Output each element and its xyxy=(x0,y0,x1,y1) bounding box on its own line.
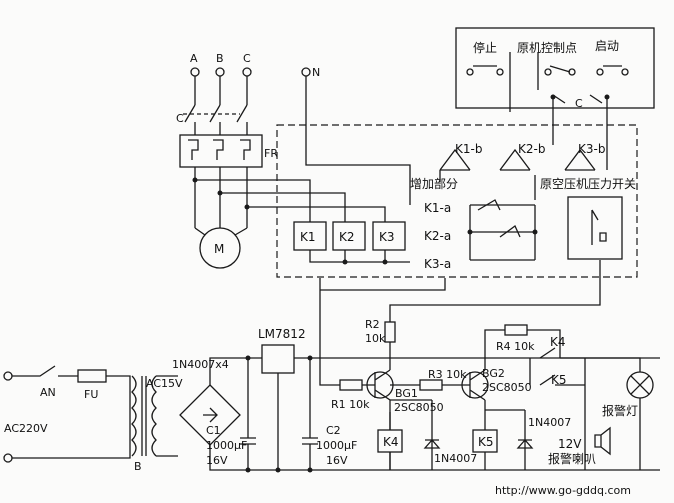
resistor-r4 xyxy=(504,324,528,336)
label-c2-value: 1000μF xyxy=(316,439,357,452)
label-transformer-b: B xyxy=(134,460,142,473)
label-bg1: BG1 xyxy=(395,387,418,400)
label-k3-a: K3-a xyxy=(424,257,451,271)
label-k1-a: K1-a xyxy=(424,201,451,215)
label-alarm-lamp: 报警灯 xyxy=(602,403,638,418)
label-c2-voltage: 16V xyxy=(326,454,348,467)
label-r2-value: 10k xyxy=(365,332,386,345)
fuse-fu xyxy=(77,369,107,383)
label-k2-b: K2-b xyxy=(518,142,545,156)
motor xyxy=(199,227,241,269)
label-d2: 1N4007 xyxy=(528,416,571,429)
label-12v: 12V xyxy=(558,437,582,451)
original-control-box: 停止 原机控制点 启动 C xyxy=(455,27,655,112)
label-d1: 1N4007 xyxy=(434,452,477,465)
label-k3-b: K3-b xyxy=(578,142,605,156)
label-r3: R3 10k xyxy=(428,368,467,381)
resistor-r1 xyxy=(339,379,363,391)
three-phase-inputs: A B C N C FR M xyxy=(176,52,411,269)
label-original-control-point: 原机控制点 xyxy=(517,41,577,55)
label-fr: FR xyxy=(264,147,278,160)
label-added-part: 增加部分 xyxy=(410,176,458,191)
label-r1: R1 10k xyxy=(331,398,370,411)
added-section: K1-b K2-b K3-b 增加部分 原空压机压力开关 K1-a K2-a K… xyxy=(195,97,638,278)
label-motor: M xyxy=(214,242,224,256)
label-c2: C2 xyxy=(326,424,341,437)
power-supply: AN FU AC220V AC15V B 1N4007x4 LM7812 C1 … xyxy=(3,327,660,473)
label-start: 启动 xyxy=(595,39,619,53)
label-contact-c: C xyxy=(575,97,583,110)
label-k1-b: K1-b xyxy=(455,142,482,156)
label-phase-b: B xyxy=(216,52,224,65)
label-bg2: BG2 xyxy=(482,367,505,380)
regulator-lm7812 xyxy=(261,344,295,374)
label-neutral: N xyxy=(312,66,320,79)
relay-k3 xyxy=(372,221,406,251)
label-k3: K3 xyxy=(379,230,395,244)
label-k4-contact: K4 xyxy=(550,335,566,349)
transistor-bg2 xyxy=(461,371,489,399)
label-r4: R4 10k xyxy=(496,340,535,353)
label-k4: K4 xyxy=(383,435,399,449)
label-ac15v: AC15V xyxy=(146,377,183,390)
label-c1: C1 xyxy=(206,424,221,437)
label-k2: K2 xyxy=(339,230,355,244)
label-an: AN xyxy=(40,386,56,399)
label-c1-value: 1000μF xyxy=(206,439,247,452)
label-bg2-type: 2SC8050 xyxy=(482,381,532,394)
label-1n4007x4: 1N4007x4 xyxy=(172,358,229,371)
label-alarm-horn: 报警喇叭 xyxy=(548,451,596,466)
alarm-horn xyxy=(594,426,611,456)
label-r2: R2 xyxy=(365,318,380,331)
resistor-r2 xyxy=(384,321,396,343)
label-k1: K1 xyxy=(300,230,316,244)
label-c1-voltage: 16V xyxy=(206,454,228,467)
source-watermark: http://www.go-gddq.com xyxy=(495,484,631,497)
label-lm7812: LM7812 xyxy=(258,327,306,341)
label-k5: K5 xyxy=(478,435,494,449)
label-ac220v: AC220V xyxy=(4,422,48,435)
label-fu: FU xyxy=(84,388,98,401)
alarm-driver: R1 10k BG1 2SC8050 R2 10k K4 1N4007 R3 1… xyxy=(319,260,654,470)
resistor-r3 xyxy=(419,379,443,391)
label-contactor-c: C xyxy=(176,112,184,125)
label-bg1-type: 2SC8050 xyxy=(394,401,444,414)
label-stop: 停止 xyxy=(473,40,497,55)
label-k5-contact: K5 xyxy=(551,373,567,387)
label-k2-a: K2-a xyxy=(424,229,451,243)
label-phase-c: C xyxy=(243,52,251,65)
label-pressure-switch: 原空压机压力开关 xyxy=(540,177,636,191)
label-phase-a: A xyxy=(190,52,198,65)
relay-k2 xyxy=(332,221,366,251)
